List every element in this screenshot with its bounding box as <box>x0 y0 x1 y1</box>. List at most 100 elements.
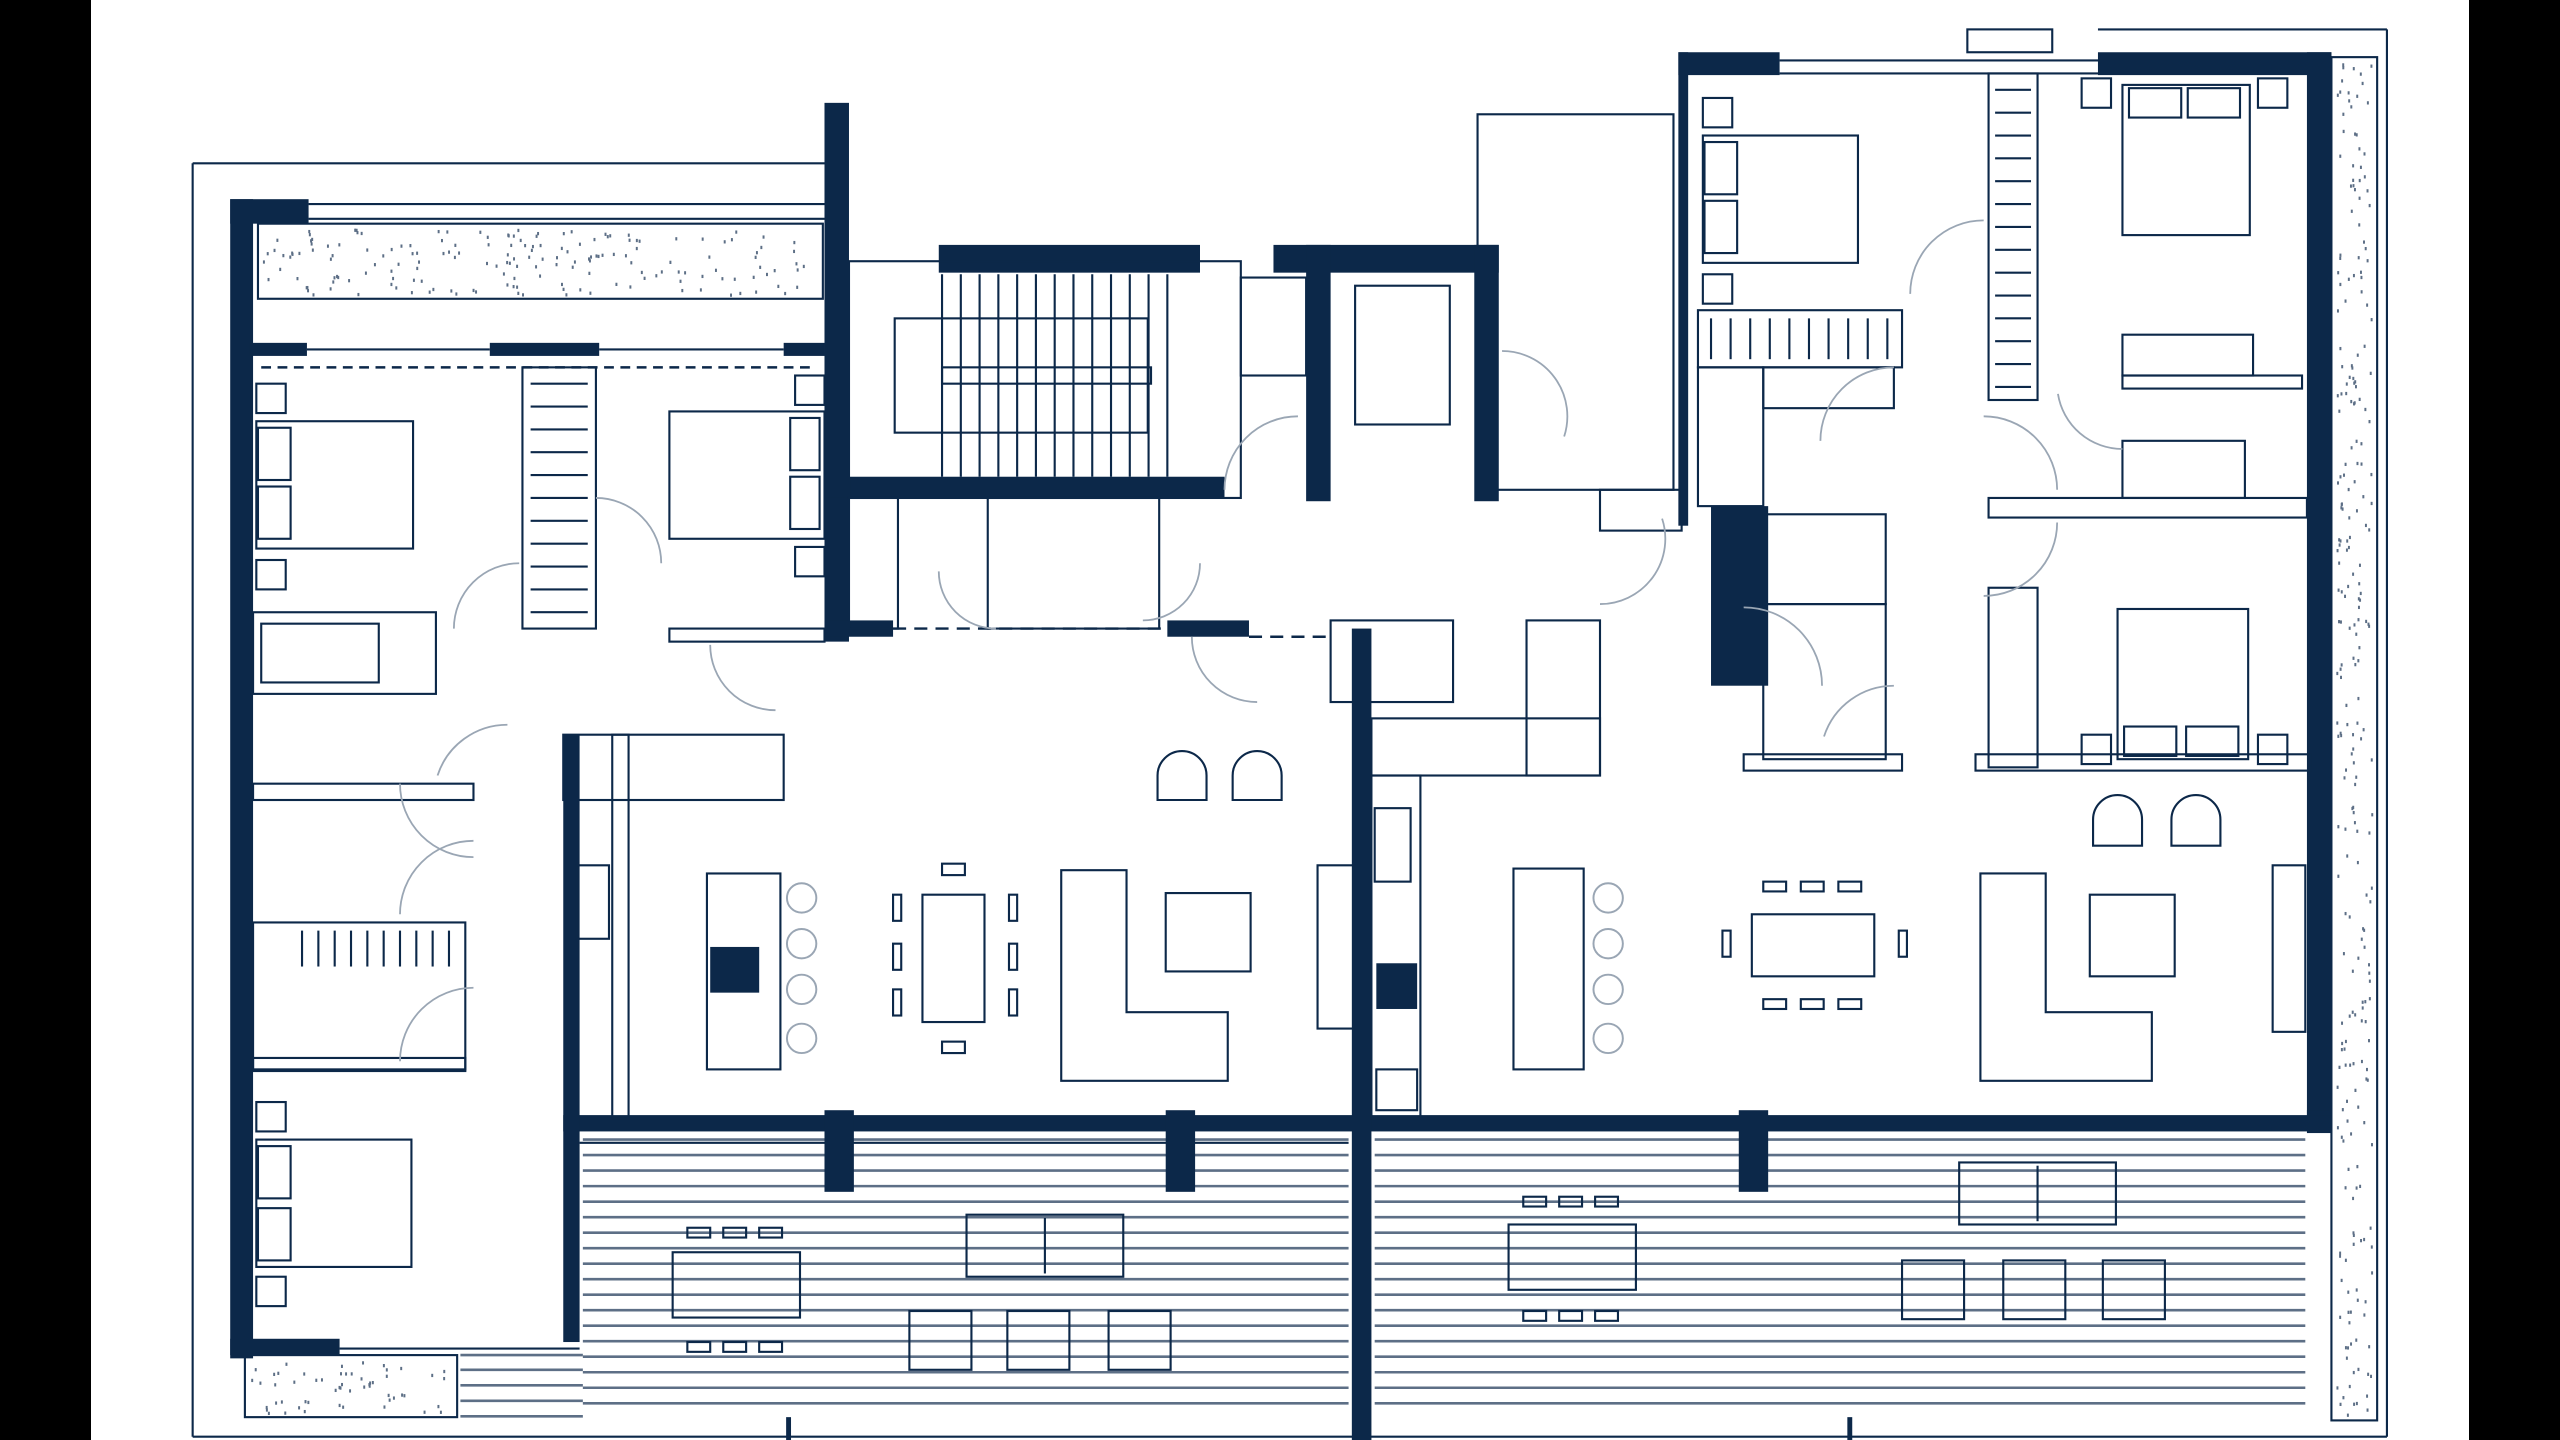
planter-texture <box>612 252 615 257</box>
planter-texture <box>251 1378 254 1383</box>
door-swing <box>1983 415 2059 490</box>
dining-chair <box>940 862 966 877</box>
planter-texture <box>2370 318 2373 322</box>
planter-texture <box>628 238 631 242</box>
planter-texture <box>397 262 400 266</box>
planter-texture <box>2352 1062 2355 1066</box>
planter-texture <box>2350 399 2353 404</box>
pillow <box>2186 87 2242 119</box>
planter-texture <box>2346 1099 2348 1103</box>
planter-texture <box>338 1385 341 1390</box>
planter-texture <box>588 271 591 275</box>
wall <box>563 734 580 1343</box>
door-swing <box>1909 219 1984 294</box>
storage <box>1525 619 1602 777</box>
planter-texture <box>796 285 799 289</box>
planter-texture <box>635 246 638 251</box>
planter-texture <box>2352 805 2355 810</box>
planter-texture <box>2342 1396 2345 1400</box>
outdoor-chair <box>1594 1309 1620 1322</box>
planter-texture <box>2369 900 2372 904</box>
planter-texture <box>2350 209 2353 213</box>
planter-texture <box>2342 112 2345 116</box>
core-wall <box>938 244 1200 273</box>
planter-texture <box>2362 927 2365 931</box>
vanity <box>1762 366 1895 410</box>
planter-texture <box>416 266 419 271</box>
bar-stool <box>785 1022 818 1055</box>
planter-texture <box>2344 1063 2347 1067</box>
planter-texture <box>2359 270 2362 274</box>
planter-texture <box>2350 364 2353 368</box>
planter-texture <box>2370 758 2373 762</box>
partition <box>668 627 826 643</box>
dining-chair <box>892 893 903 922</box>
wc <box>986 496 1161 630</box>
bar-stool <box>1592 928 1624 960</box>
planter-texture <box>2339 154 2342 158</box>
outdoor-armchair <box>1107 1309 1172 1371</box>
planter-texture <box>2356 1298 2359 1302</box>
planter-texture <box>2339 1254 2342 1258</box>
planter-texture <box>390 282 393 287</box>
planter-texture <box>2346 539 2349 543</box>
planter-texture <box>2348 1321 2351 1325</box>
planter-texture <box>539 243 542 248</box>
planter-texture <box>2357 696 2360 701</box>
planter-texture <box>2356 1164 2359 1169</box>
planter-texture <box>2345 382 2348 386</box>
planter-texture <box>2343 1047 2346 1051</box>
planter-texture <box>455 292 458 296</box>
planter-texture <box>2370 1245 2373 1249</box>
outdoor-sofa <box>965 1213 1125 1278</box>
planter-texture <box>2349 184 2352 188</box>
planter-texture <box>2359 165 2362 169</box>
planter-texture <box>360 1377 363 1381</box>
planter-texture <box>752 275 755 279</box>
planter-texture <box>2338 620 2340 624</box>
planter-texture <box>2338 1065 2341 1069</box>
planter-texture <box>615 282 618 287</box>
bar-stool <box>1592 973 1624 1006</box>
door-swing <box>937 571 996 630</box>
partition <box>2121 374 2304 390</box>
wardrobe <box>1987 72 2039 402</box>
planter-texture <box>2339 253 2342 257</box>
planter-texture <box>2363 1121 2366 1125</box>
planter-texture <box>2352 178 2355 182</box>
planter-texture <box>595 254 598 258</box>
planter-texture <box>385 1374 388 1378</box>
planter-texture <box>588 257 590 261</box>
planter-texture <box>265 1408 268 1412</box>
planter-texture <box>2356 461 2359 466</box>
planter-texture <box>2348 375 2351 379</box>
kitchen-counter <box>1370 774 1422 1120</box>
planter-texture <box>362 1361 365 1365</box>
door-swing <box>452 562 520 629</box>
planter-texture <box>2347 545 2350 550</box>
bed <box>1701 134 1860 264</box>
planter-texture <box>2341 365 2344 369</box>
planter-texture <box>2346 722 2349 727</box>
planter-texture <box>2358 582 2361 586</box>
planter-texture <box>562 232 565 236</box>
planter-texture <box>708 255 711 259</box>
planter-texture <box>565 293 568 297</box>
planter-texture <box>2364 1300 2367 1304</box>
planter-texture <box>730 238 733 242</box>
vanity <box>2121 333 2255 377</box>
planter-texture <box>2350 1342 2353 1346</box>
planter-texture <box>2343 776 2346 780</box>
stair-handrail <box>940 366 1153 385</box>
planter-texture <box>2346 854 2349 858</box>
nightstand <box>1701 96 1734 129</box>
planter-texture <box>2344 1258 2347 1262</box>
planter-texture <box>2337 825 2340 829</box>
balcony-outline <box>1476 113 1675 491</box>
planter-texture <box>341 1382 344 1387</box>
door-swing <box>1142 563 1201 622</box>
planter-texture <box>2339 90 2342 94</box>
planter-texture <box>2355 509 2358 513</box>
sectional-sofa <box>1979 872 2153 1082</box>
planter-texture <box>2360 442 2363 446</box>
